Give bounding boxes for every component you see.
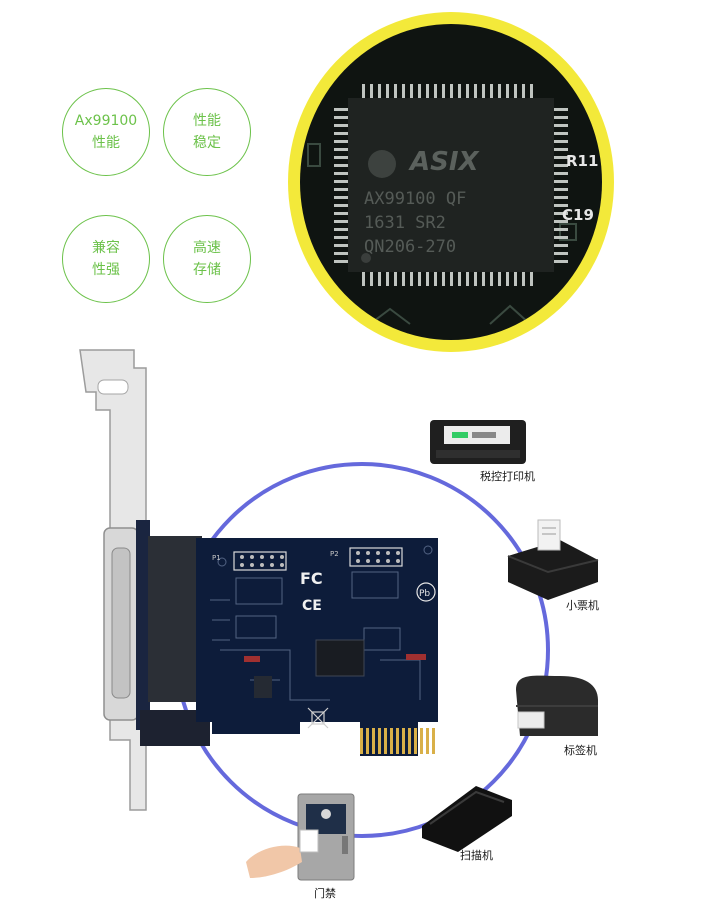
label-receipt-printer: 小票机 bbox=[566, 599, 599, 612]
badge-compatibility-line2: 性强 bbox=[92, 262, 120, 278]
header-p2-label: P2 bbox=[330, 550, 339, 558]
chip-c19-label: C19 bbox=[562, 206, 594, 224]
chip-lot-text: QN206-270 bbox=[364, 237, 456, 257]
label-tax-printer: 税控打印机 bbox=[480, 470, 535, 483]
chip-drawing: ASIX AX99100 QF 1631 SR2 QN206-270 R11 C… bbox=[300, 33, 598, 325]
receipt-printer-icon bbox=[507, 519, 599, 600]
label-label-printer: 标签机 bbox=[564, 744, 597, 757]
badge-performance-line2: 性能 bbox=[92, 135, 120, 151]
badge-stability-line1: 性能 bbox=[193, 113, 221, 129]
badge-stability-line2: 稳定 bbox=[193, 135, 221, 151]
pb-mark: Pb bbox=[419, 589, 430, 599]
weee-bin-icon bbox=[307, 707, 329, 729]
badge-speed-line1: 高速 bbox=[193, 240, 221, 256]
badge-performance-line1: Ax99100 bbox=[74, 113, 138, 129]
badge-speed: 高速 存储 bbox=[163, 215, 251, 303]
badge-performance: Ax99100 性能 bbox=[62, 88, 150, 176]
badge-stability: 性能 稳定 bbox=[163, 88, 251, 176]
chip-date-text: 1631 SR2 bbox=[364, 213, 446, 233]
chip-brand-text: ASIX bbox=[408, 147, 481, 177]
fc-mark: FC bbox=[300, 569, 323, 588]
chip-model-text: AX99100 QF bbox=[364, 189, 466, 209]
ce-mark: CE bbox=[302, 598, 322, 614]
gold-fingers bbox=[360, 728, 435, 754]
db25-connector bbox=[103, 520, 210, 746]
badge-speed-line2: 存储 bbox=[193, 262, 221, 278]
chip-closeup: ASIX AX99100 QF 1631 SR2 QN206-270 R11 C… bbox=[300, 24, 602, 340]
pb-free-icon bbox=[416, 582, 436, 602]
access-control-icon bbox=[246, 793, 355, 881]
chip-magnifier: ASIX AX99100 QF 1631 SR2 QN206-270 R11 C… bbox=[288, 12, 614, 352]
tax-printer-icon bbox=[430, 420, 526, 464]
badge-compatibility: 兼容 性强 bbox=[62, 215, 150, 303]
chip-r11-label: R11 bbox=[566, 152, 598, 170]
label-printer-icon bbox=[516, 675, 598, 736]
pcie-card: P1 P2 FC CE Pb bbox=[196, 538, 438, 756]
header-p1-label: P1 bbox=[212, 554, 221, 562]
label-access-control: 门禁 bbox=[314, 887, 336, 900]
label-scanner: 扫描机 bbox=[460, 849, 493, 862]
scanner-icon bbox=[422, 786, 512, 852]
badge-compatibility-line1: 兼容 bbox=[92, 240, 120, 256]
